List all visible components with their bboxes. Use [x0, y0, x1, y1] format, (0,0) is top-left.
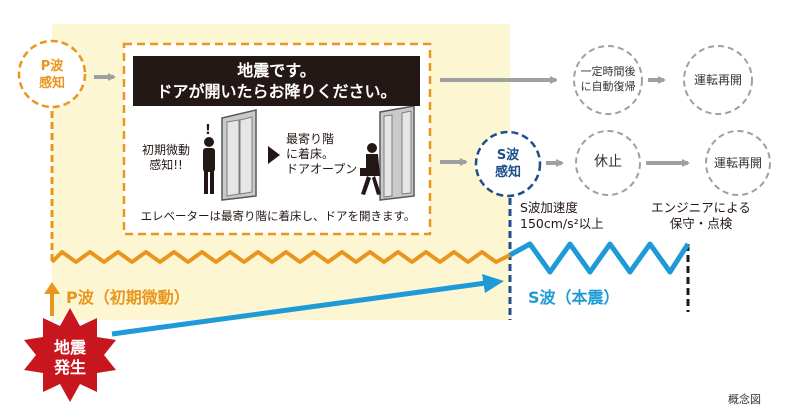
- elevator-caption: エレベーターは最寄り階に着床し、ドアを開きます。: [140, 209, 416, 223]
- quake-to-s-arrowhead: [482, 274, 504, 293]
- sequence-triangle: [268, 146, 280, 164]
- p-detect-circle: [17, 39, 87, 109]
- s-detect-label: S波 感知: [494, 148, 521, 180]
- p-wave-line: [50, 250, 511, 264]
- s-wave-threshold: S波加速度 150cm/s²以上: [520, 200, 604, 231]
- s-detect-circle: [474, 130, 542, 198]
- quake-to-p-arrowhead: [44, 282, 60, 294]
- resume-label-1: 運転再開: [693, 73, 742, 87]
- halt-circle: [575, 130, 641, 196]
- announcement-panel: 地震です。 ドアが開いたらお降りください。: [133, 56, 420, 106]
- resume-label-2: 運転再開: [713, 156, 762, 170]
- auto-return-label: 一定時間後 に自動復帰: [580, 65, 636, 93]
- initial-tremor-label: 初期微動 感知!!: [141, 143, 190, 172]
- elevator-figure-1: [203, 109, 257, 201]
- s-wave-label: S波（本震）: [528, 288, 620, 307]
- announcement-line-2: ドアが開いたらお降りください。: [156, 82, 397, 101]
- elevator-figure-2: [360, 105, 415, 201]
- resume-circle-1: [683, 45, 753, 115]
- quake-burst: [24, 308, 116, 402]
- p-detect-label: P波 感知: [38, 59, 65, 91]
- quake-to-s-arrow: [111, 280, 487, 337]
- resume-circle-2: [705, 130, 771, 196]
- nearest-floor-label: 最寄り階 に着床。 ドアオープン: [286, 132, 358, 176]
- quake-label: 地震 発生: [53, 338, 86, 377]
- halt-label: 休止: [594, 154, 622, 170]
- s-wave-line: [508, 241, 691, 275]
- p-wave-label: P波（初期微動）: [66, 288, 190, 307]
- announcement-line-1: 地震です。: [237, 61, 316, 80]
- conceptual-diagram-note: 概念図: [728, 393, 761, 406]
- auto-return-circle: [573, 45, 643, 115]
- engineer-inspection-label: エンジニアによる 保守・点検: [651, 200, 751, 231]
- exclamation-mark: !: [205, 123, 211, 138]
